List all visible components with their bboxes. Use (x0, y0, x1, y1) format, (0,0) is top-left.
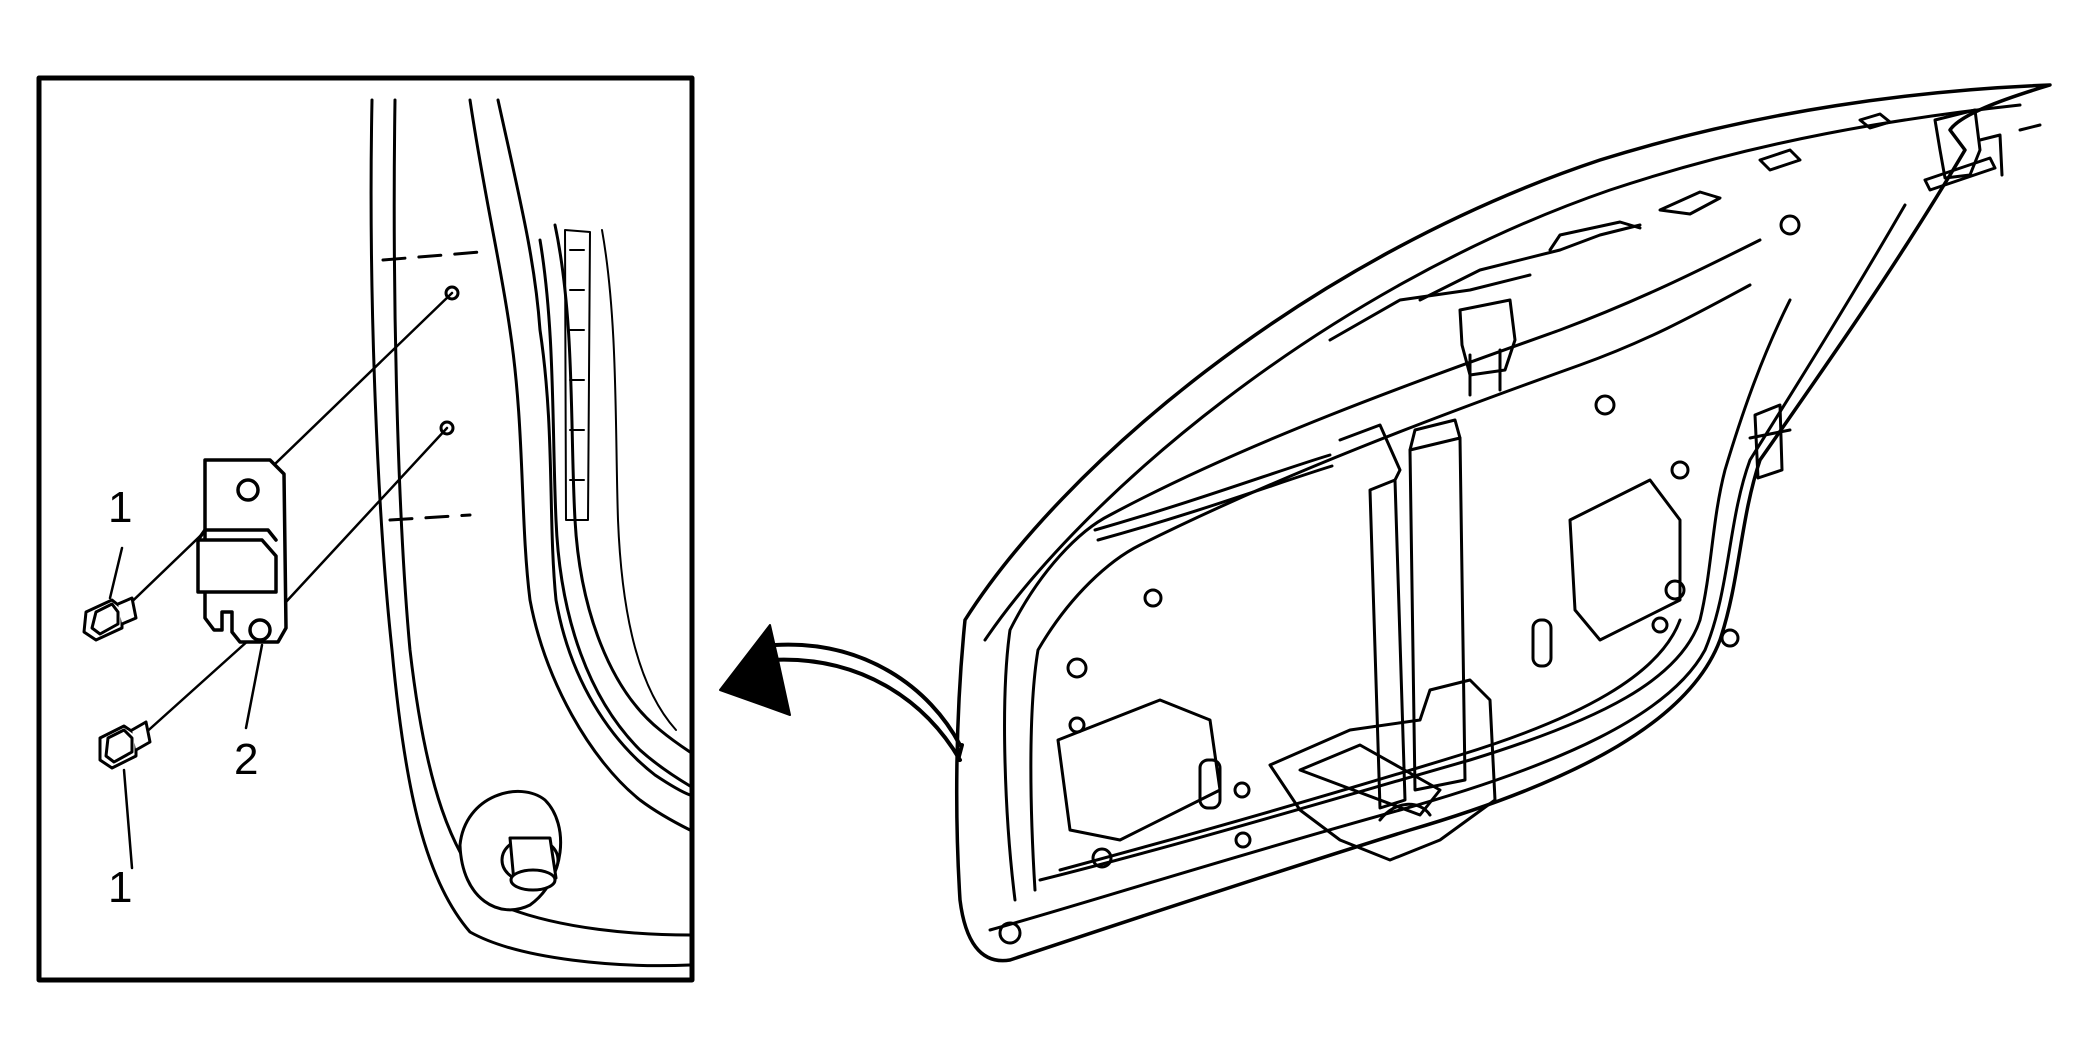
liftgate-assembly (954, 83, 2052, 963)
callout-fastener-top: 1 (108, 483, 132, 532)
leader-fastener-bottom (122, 768, 134, 870)
curved-arrow-icon (719, 624, 964, 762)
mount-hole-lower (439, 420, 455, 436)
bolt-upper (82, 596, 138, 642)
latch-housing (1268, 678, 1497, 862)
callout-bracket: 2 (234, 735, 258, 784)
liftgate-holes (998, 214, 1801, 945)
bumper-stud (458, 790, 563, 912)
bolt-lower (98, 720, 152, 770)
center-channel (1368, 478, 1407, 810)
leader-bracket (244, 643, 264, 730)
liftgate-outer-edge (954, 83, 2052, 963)
body-panel (369, 98, 692, 968)
support-rod (1093, 453, 1332, 532)
detail-frame (36, 75, 695, 983)
leader-fastener-top (108, 546, 124, 600)
mount-hole-upper (444, 285, 460, 301)
bracket (196, 458, 288, 644)
detail-inset: 1 1 2 (36, 75, 695, 983)
callout-fastener-bottom: 1 (108, 863, 132, 912)
